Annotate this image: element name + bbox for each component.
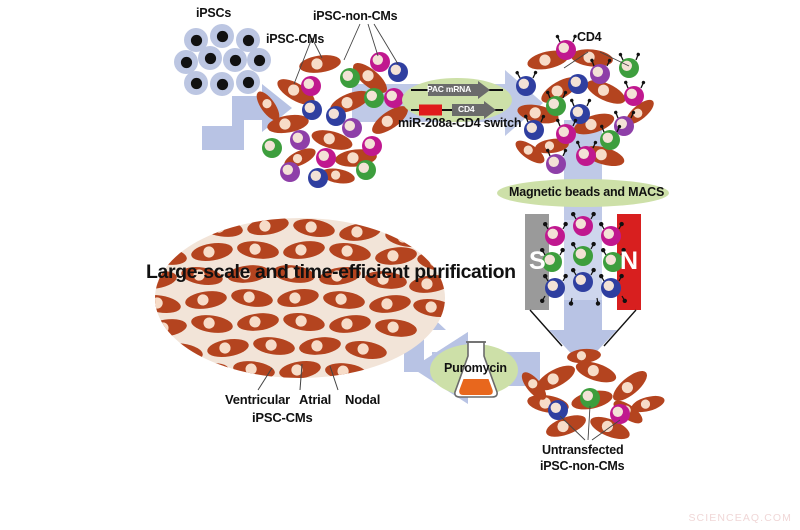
label-untransfected-line1: Untransfected	[542, 443, 624, 457]
label-ipsc-cms: iPSC-CMs	[266, 32, 325, 46]
label-untransfected-line2: iPSC-non-CMs	[540, 459, 625, 473]
pointer-lines-cd4	[563, 51, 630, 69]
label-pac-mrna: PAC mRNA	[427, 84, 472, 94]
flask-icon	[454, 341, 498, 398]
purified-cm-sheet	[155, 218, 445, 378]
label-magnet-north: N	[620, 247, 639, 275]
arrow-magnet-to-untransfected	[549, 300, 617, 366]
label-nodal: Nodal	[345, 392, 381, 407]
label-magnetic-beads-macs: Magnetic beads and MACS	[509, 185, 665, 199]
pointer-lines-top	[293, 23, 399, 85]
mixed-cell-population	[252, 52, 413, 188]
puromycin-node	[430, 341, 518, 398]
label-cd4: CD4	[577, 30, 602, 44]
label-product-ipsc-cms: iPSC-CMs	[252, 410, 313, 425]
label-magnet-south: S	[529, 247, 546, 275]
funnel-lines	[529, 309, 637, 347]
page-title: Large-scale and time-efficient purificat…	[146, 261, 516, 283]
label-ventricular: Ventricular	[225, 392, 290, 407]
label-cd4-gene: CD4	[458, 104, 475, 114]
switch-construct	[402, 78, 512, 122]
label-ipscs: iPSCs	[196, 6, 232, 20]
pointer-lines-subtypes	[257, 363, 339, 391]
watermark: SCIENCEAQ.COM	[688, 512, 792, 524]
macs-label-ellipse	[497, 179, 669, 207]
beaded-cells	[538, 210, 629, 307]
pointer-lines-untransfected	[559, 405, 621, 441]
label-switch-name: miR-208a-CD4 switch	[398, 116, 522, 130]
label-puromycin: Puromycin	[444, 361, 507, 375]
ipsc-colony	[174, 24, 271, 96]
label-ipsc-non-cms: iPSC-non-CMs	[313, 9, 398, 23]
label-atrial: Atrial	[299, 392, 332, 407]
